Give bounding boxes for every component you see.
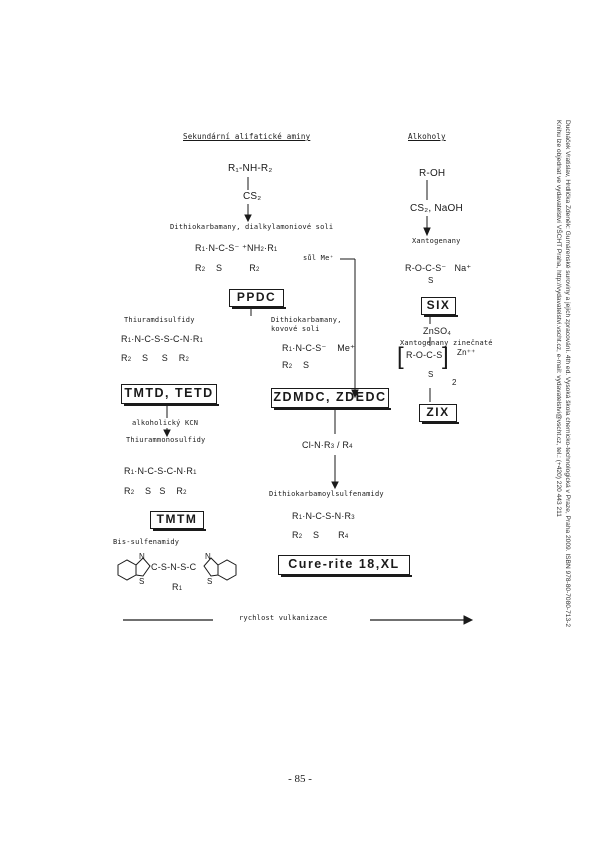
xanthates-label: Xantogenany (412, 237, 461, 245)
salt-me-label: sůl Me⁺ (303, 254, 334, 262)
tmtm-box: TMTM (150, 511, 206, 531)
cure-rite-box: Cure-rite 18,XL (278, 555, 412, 577)
metal-cation: Me⁺ (337, 343, 356, 353)
ppdc-box: PPDC (229, 289, 286, 309)
sulfenamides-label: Dithiokarbamoylsulfenamidy (269, 490, 384, 498)
znso4-reagent: ZnSO₄ (423, 326, 452, 336)
bracket-left: [ (397, 343, 404, 370)
zinc-cation: Zn⁺⁺ (457, 348, 476, 357)
bracket-right: ] (442, 343, 449, 370)
chloramine-reagent: Cl-N·R3 / R4 (302, 440, 353, 450)
zinc-xanthate-structure: R-O-C-S (406, 350, 443, 360)
thiuram-monosulfide-structure: R1·N-C-S-C-N·R1 (124, 466, 197, 476)
alcoholic-kcn-label: alkoholický KCN (132, 419, 199, 427)
thiuram-monosulfide-r2: R2 S S R2 (124, 486, 187, 496)
cs2-naoh-reagent: CS₂, NaOH (410, 203, 463, 214)
zinc-xanthate-subscript: 2 (452, 378, 457, 387)
cs2-reagent: CS₂ (243, 191, 262, 202)
sulfenamide-r2: R2 S R4 (292, 530, 349, 540)
xanthate-structure: R-O-C-S⁻ Na⁺ (405, 263, 472, 273)
alcohol-formula: R-OH (419, 168, 446, 179)
header-alcohols: Alkoholy (408, 132, 446, 141)
thiuram-monosulfides-label: Thiurammonosulfidy (126, 436, 206, 444)
ammonium-salt-r2: R2 S R2 (195, 263, 260, 273)
zinc-xanthates-label: Xantogenany zinečnaté (400, 339, 493, 347)
six-box: SIX (421, 297, 458, 317)
bis-sulfenamide-chain: C-S-N-S-C (151, 562, 197, 572)
thiuram-disulfide-structure: R1·N-C-S-S-C-N·R1 (121, 334, 204, 344)
vulcanization-speed-label: rychlost vulkanizace (239, 614, 328, 622)
thiuram-disulfides-label: Thiuramdisulfidy (124, 316, 195, 324)
dithiocarbamate-salts-label: Dithiokarbamany, dialkylamoniové soli (170, 223, 334, 231)
ammonium-salt-structure: R1·N-C-S⁻ ⁺NH2·R1 (195, 243, 278, 253)
thiuram-disulfide-r2: R2 S S R2 (121, 353, 190, 363)
bis-r1: R1 (172, 582, 183, 592)
sodium-cation: Na⁺ (454, 263, 472, 273)
zdmdc-box: ZDMDC, ZDEDC (271, 388, 391, 410)
zix-box: ZIX (419, 404, 459, 424)
metal-dithiocarbamates-label: Dithiokarbamany, kovové soli (271, 316, 342, 333)
page-number: - 85 - (288, 773, 312, 785)
bis-s-right: S (207, 577, 213, 586)
sulfenamide-structure: R1·N-C-S-N·R3 (292, 511, 355, 521)
xanthate-sulfur: S (428, 276, 434, 285)
bis-s-left: S (139, 577, 145, 586)
bis-n-right: N (205, 552, 211, 561)
metal-dithio-structure: R1·N-C-S⁻ Me⁺ (282, 343, 356, 353)
header-secondary-amines: Sekundární alifatické aminy (183, 132, 311, 141)
metal-dithio-r2: R2 S (282, 360, 310, 370)
tmtd-box: TMTD, TETD (121, 384, 219, 406)
amine-formula: R₁-NH-R₂ (228, 163, 273, 174)
zinc-xanthate-sulfur: S (428, 370, 434, 379)
bis-n-left: N (139, 552, 145, 561)
bis-sulfenamides-label: Bis-sulfenamidy (113, 538, 180, 546)
